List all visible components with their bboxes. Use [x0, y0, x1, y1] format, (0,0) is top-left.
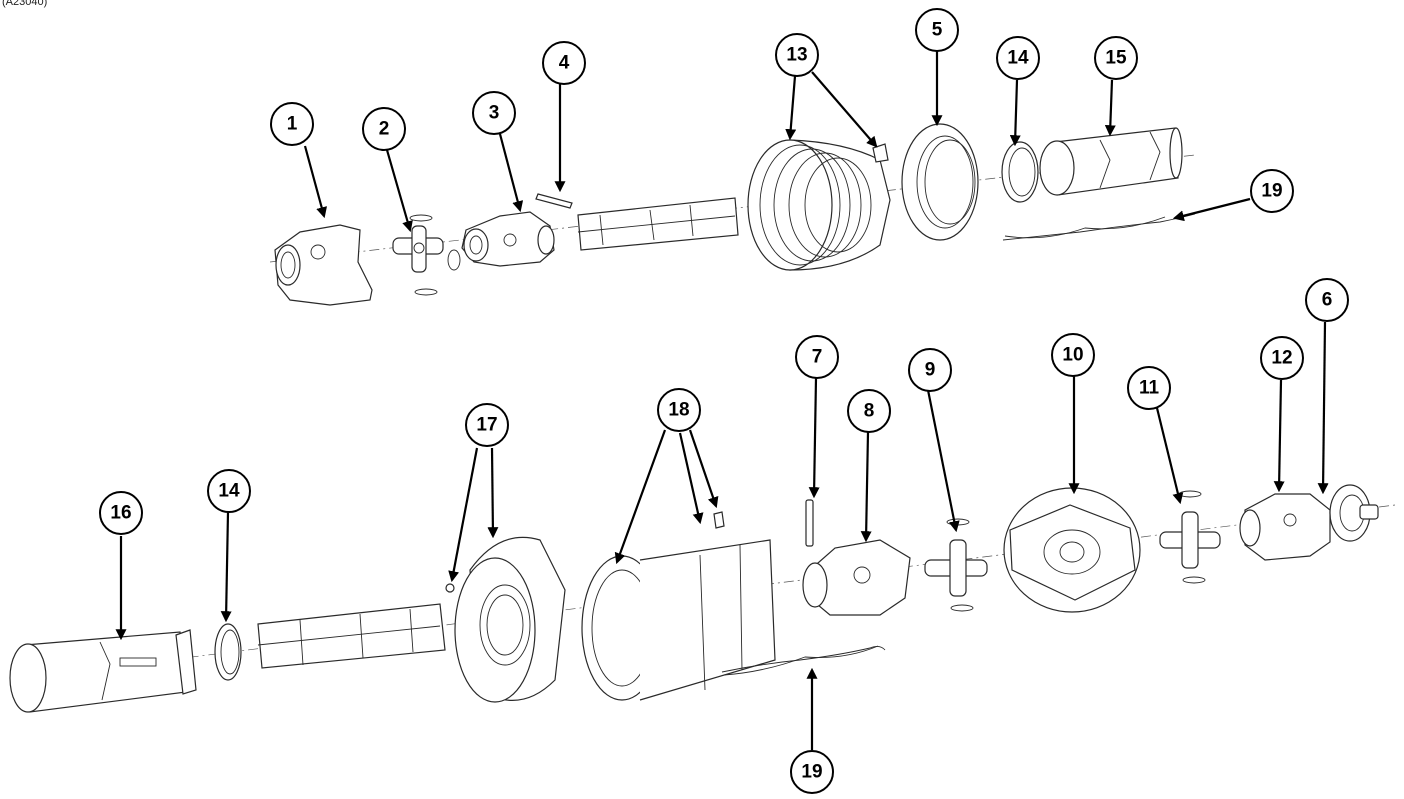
callout-9: 9	[908, 348, 952, 392]
callout-5: 5	[915, 8, 959, 52]
part-inner-tube-upper	[577, 197, 739, 251]
leader-arrows	[115, 50, 1329, 750]
part-inner-tube-lower	[257, 603, 446, 669]
svg-text:13: 13	[786, 45, 807, 66]
part-shield-cone-13	[747, 139, 891, 271]
svg-text:18: 18	[668, 400, 689, 421]
part-cone-housing-17	[445, 536, 566, 703]
part-yoke-1	[274, 224, 373, 306]
figure-reference: (A23040)	[2, 0, 48, 8]
part-ring-14-upper	[1001, 141, 1039, 203]
svg-text:10: 10	[1062, 345, 1083, 366]
svg-text:17: 17	[476, 415, 497, 436]
callout-2: 2	[362, 107, 406, 151]
part-pin-4	[535, 193, 573, 209]
svg-text:3: 3	[489, 103, 500, 124]
callout-18: 18	[657, 388, 701, 432]
part-yoke-12	[1239, 493, 1331, 561]
part-chain-19-lower	[721, 645, 886, 676]
part-chain-19-upper	[1002, 213, 1196, 241]
callout-7: 7	[795, 335, 839, 379]
svg-text:7: 7	[812, 347, 823, 368]
callout-4: 4	[542, 41, 586, 85]
svg-text:19: 19	[1261, 181, 1282, 202]
callout-12: 12	[1260, 336, 1304, 380]
svg-text:15: 15	[1105, 48, 1127, 69]
part-cross-11	[1159, 490, 1221, 584]
part-bearing-ring-5	[901, 123, 979, 241]
part-ring-14-lower	[214, 623, 242, 681]
callout-14-upper: 14	[996, 36, 1040, 80]
callout-3: 3	[472, 91, 516, 135]
svg-text:11: 11	[1139, 378, 1160, 399]
callout-13: 13	[775, 33, 819, 77]
callout-10: 10	[1051, 333, 1095, 377]
part-outer-tube-16	[9, 629, 197, 713]
callout-14-lower: 14	[207, 469, 251, 513]
svg-text:14: 14	[218, 481, 240, 502]
part-yoke-8	[802, 539, 911, 616]
svg-text:19: 19	[801, 762, 822, 783]
callout-19-lower: 19	[790, 750, 834, 794]
svg-text:4: 4	[559, 53, 570, 74]
callout-15: 15	[1094, 36, 1138, 80]
part-cross-9	[924, 518, 988, 612]
callout-6: 6	[1305, 278, 1349, 322]
svg-text:12: 12	[1271, 348, 1292, 369]
part-cv-disc-10	[1003, 487, 1141, 613]
svg-text:1: 1	[287, 114, 298, 135]
svg-text:5: 5	[932, 20, 943, 41]
callout-1: 1	[270, 102, 314, 146]
svg-text:9: 9	[925, 360, 936, 381]
part-yoke-3	[461, 211, 555, 267]
svg-text:2: 2	[379, 119, 390, 140]
part-outer-tube-15	[1039, 127, 1183, 196]
svg-text:8: 8	[864, 401, 875, 422]
part-bearing-6	[1329, 484, 1379, 542]
part-pin-7	[805, 499, 814, 547]
svg-text:14: 14	[1007, 48, 1029, 69]
callout-11: 11	[1127, 366, 1171, 410]
svg-text:6: 6	[1322, 290, 1333, 311]
callout-8: 8	[847, 389, 891, 433]
part-cross-2	[392, 214, 461, 296]
callout-17: 17	[465, 403, 509, 447]
part-shield-18	[581, 511, 776, 701]
callout-19-upper: 19	[1250, 169, 1294, 213]
callout-16: 16	[99, 491, 143, 535]
svg-text:16: 16	[110, 503, 131, 524]
